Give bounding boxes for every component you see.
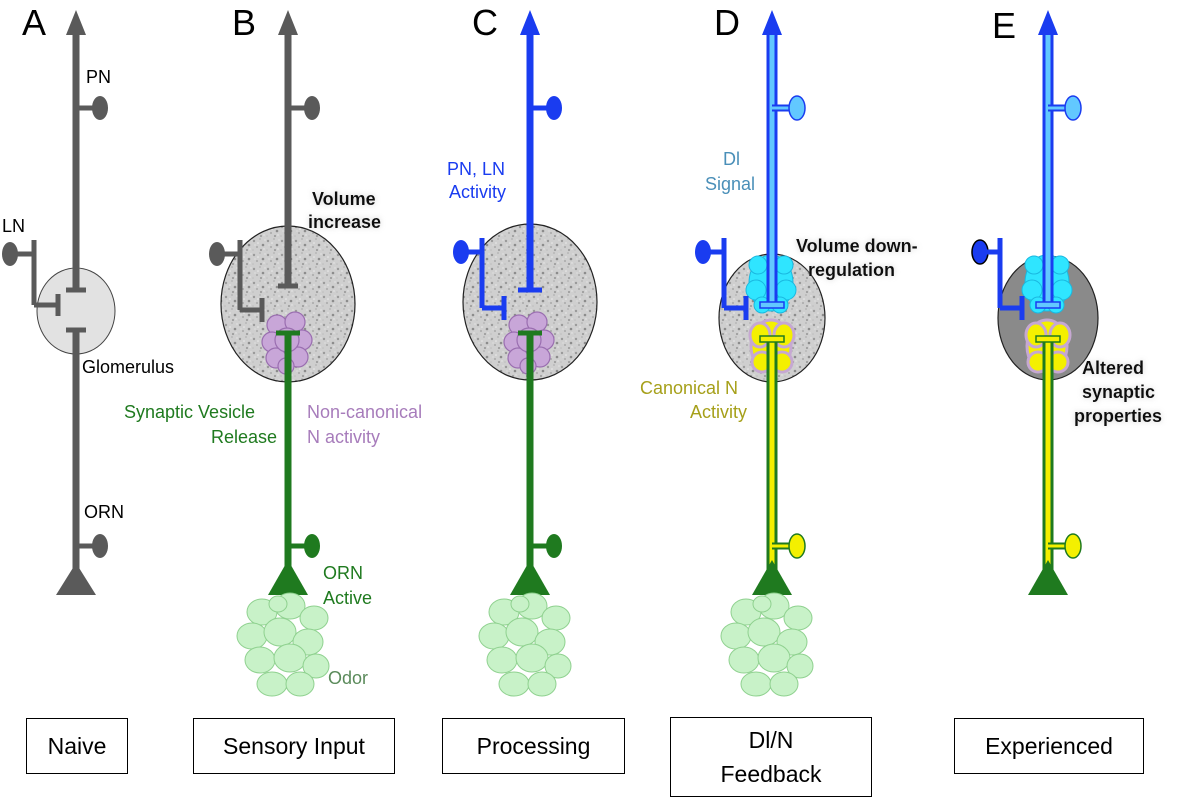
olfactory-receptor-neuron: [56, 327, 108, 595]
caption-processing: Processing: [442, 718, 625, 774]
local-neuron: [2, 240, 61, 316]
caption-sensory-input-text: Sensory Input: [223, 732, 365, 759]
label-pn-ln-activity-1: PN, LN: [447, 159, 505, 179]
local-neuron-active: [695, 238, 749, 320]
local-neuron: [209, 240, 265, 322]
caption-sensory-input: Sensory Input: [193, 718, 395, 774]
odor-cluster: [720, 592, 814, 697]
label-altered-2: synaptic: [1082, 382, 1155, 402]
label-orn-active-2: Active: [323, 588, 372, 608]
panel-d: D: [640, 2, 918, 697]
label-canonical-n-2: Activity: [690, 402, 747, 422]
projection-neuron-dl-signal: [1035, 10, 1082, 309]
label-orn: ORN: [84, 502, 124, 522]
projection-neuron: [66, 10, 108, 293]
label-dl-signal-2: Signal: [705, 174, 755, 194]
panel-letter-b: B: [232, 2, 256, 43]
local-neuron-active: [971, 238, 1025, 320]
panel-a: A PN LN Glomerulus ORN: [2, 2, 174, 595]
label-ln: LN: [2, 216, 25, 236]
olfactory-receptor-neuron-canonical: [1028, 335, 1082, 595]
label-synaptic-vesicle-2: Release: [211, 427, 277, 447]
olfactory-receptor-neuron-canonical: [752, 335, 806, 595]
panel-letter-c: C: [472, 2, 498, 43]
caption-naive: Naive: [26, 718, 128, 774]
label-non-canonical-1: Non-canonical: [307, 402, 422, 422]
label-non-canonical-2: N activity: [307, 427, 380, 447]
projection-neuron-active: [518, 10, 562, 293]
non-canonical-n-cluster: [261, 311, 313, 375]
label-synaptic-vesicle-1: Synaptic Vesicle: [124, 402, 255, 422]
label-altered-1: Altered: [1082, 358, 1144, 378]
label-volume-increase-2: increase: [308, 212, 381, 232]
label-altered-3: properties: [1074, 406, 1162, 426]
label-volume-increase-1: Volume: [312, 189, 376, 209]
label-odor: Odor: [328, 668, 368, 688]
panel-c: C: [447, 2, 598, 697]
label-dl-signal-1: Dl: [723, 149, 740, 169]
caption-processing-text: Processing: [476, 732, 591, 759]
panel-letter-a: A: [22, 2, 46, 43]
caption-experienced-text: Experienced: [985, 732, 1113, 759]
caption-dl-n-feedback: Dl/N Feedback: [670, 717, 872, 797]
projection-neuron: [278, 10, 320, 289]
local-neuron-active: [453, 238, 507, 320]
label-canonical-n-1: Canonical N: [640, 378, 738, 398]
label-volume-down-2: regulation: [808, 260, 895, 280]
olfactory-receptor-neuron-active: [268, 330, 320, 595]
olfactory-receptor-neuron-active: [510, 330, 562, 595]
panel-b: B: [124, 2, 422, 697]
label-glomerulus: Glomerulus: [82, 357, 174, 377]
odor-cluster: [478, 592, 572, 697]
label-pn-ln-activity-2: Activity: [449, 182, 506, 202]
odor-cluster: [236, 592, 330, 697]
label-volume-down-1: Volume down-: [796, 236, 918, 256]
projection-neuron-dl-signal: [759, 10, 806, 309]
panel-e: E: [971, 5, 1162, 595]
caption-dl-n-text: Dl/N: [748, 726, 794, 753]
label-orn-active-1: ORN: [323, 563, 363, 583]
panel-letter-d: D: [714, 2, 740, 43]
panel-letter-e: E: [992, 5, 1016, 46]
caption-experienced: Experienced: [954, 718, 1144, 774]
caption-feedback-text: Feedback: [720, 761, 822, 787]
label-pn: PN: [86, 67, 111, 87]
caption-naive-text: Naive: [47, 732, 107, 759]
